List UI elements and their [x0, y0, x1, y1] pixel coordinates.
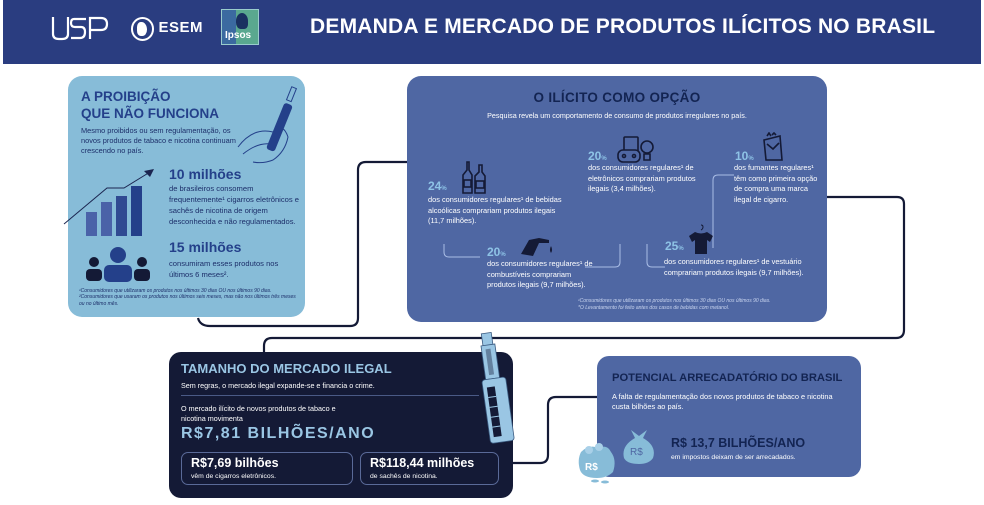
hand-vape-icon	[237, 86, 298, 164]
ilicito-subtitle: Pesquisa revela um comportamento de cons…	[487, 111, 747, 120]
trend-arrow-icon	[63, 169, 154, 225]
mercado-card: TAMANHO DO MERCADO ILEGAL Sem regras, o …	[169, 352, 513, 498]
ilicito-title: O ILÍCITO COMO OPÇÃO	[533, 90, 701, 105]
esem-logo: ESEM	[131, 14, 203, 44]
divider	[181, 395, 479, 396]
header-banner: ESEM Ipsos DEMANDA E MERCADO DE PRODUTOS…	[3, 0, 981, 64]
mercado-description: O mercado ilícito de novos produtos de t…	[181, 404, 336, 423]
ilicito-footnotes: ¹Consumidores que utilizaram os produtos…	[578, 298, 771, 311]
money-bag-coins-icon: R$	[578, 443, 615, 484]
stat-15-milhoes-desc: consumiram esses produtos nos últimos 6 …	[169, 259, 279, 279]
potencial-value: R$ 13,7 BILHÕES/ANO	[671, 436, 806, 450]
electronics-icon	[617, 136, 654, 163]
desc-combustiveis: dos consumidores regulares¹ de combustív…	[487, 259, 593, 289]
tshirt-icon	[689, 224, 713, 254]
svg-text:R$: R$	[585, 462, 598, 473]
proibicao-description: Mesmo proibidos ou sem regulamentação, o…	[81, 126, 236, 155]
desc-eletronicos: dos consumidores regulares¹ de eletrônic…	[588, 163, 696, 193]
percent-combustiveis: 20%	[487, 245, 506, 259]
globe-icon	[131, 17, 155, 41]
ipsos-logo: Ipsos	[221, 9, 259, 45]
page-title: DEMANDA E MERCADO DE PRODUTOS ILÍCITOS N…	[310, 15, 936, 38]
potencial-title: POTENCIAL ARRECADATÓRIO DO BRASIL	[612, 372, 843, 384]
fuel-nozzle-icon	[521, 238, 552, 256]
stat-10-milhoes: 10 milhões	[169, 166, 242, 182]
percent-vestuario: 25%	[665, 239, 684, 253]
proibicao-title: A PROIBIÇÃO QUE NÃO FUNCIONA	[81, 89, 219, 121]
percent-eletronicos: 20%	[588, 149, 607, 163]
potencial-description: A falta de regulamentação dos novos prod…	[612, 392, 833, 411]
head-silhouette-icon	[236, 13, 248, 29]
ilicito-connectors	[443, 174, 734, 268]
mercado-title: TAMANHO DO MERCADO ILEGAL	[181, 361, 392, 376]
percent-bebidas: 24%	[428, 179, 447, 193]
bottles-icon	[462, 161, 486, 194]
usp-logo	[51, 16, 109, 41]
mercado-subtitle: Sem regras, o mercado ilegal expande-se …	[181, 381, 375, 390]
money-bag-icon: R$	[623, 430, 654, 464]
desc-bebidas: dos consumidores regulares¹ de bebidas a…	[428, 195, 562, 225]
proibicao-card: A PROIBIÇÃO QUE NÃO FUNCIONA Mesmo proib…	[63, 76, 305, 317]
growth-bars-icon	[86, 186, 142, 236]
desc-fumantes: dos fumantes regulares¹ têm como primeir…	[734, 163, 818, 204]
cigarette-pack-icon	[763, 132, 783, 161]
breakdown-saches: R$118,44 milhões de sachês de nicotina.	[360, 452, 499, 485]
svg-text:R$: R$	[630, 447, 643, 458]
stat-15-milhoes: 15 milhões	[169, 239, 242, 255]
potencial-value-desc: em impostos deixam de ser arrecadados.	[671, 454, 796, 461]
mercado-total: R$7,81 BILHÕES/ANO	[181, 425, 376, 442]
stat-10-milhoes-desc: de brasileiros consomem frequentemente¹ …	[169, 184, 300, 226]
percent-fumantes: 10%	[735, 149, 754, 163]
desc-vestuario: dos consumidores regulares¹ de vestuário…	[664, 257, 804, 277]
people-group-icon	[86, 247, 150, 282]
vape-device-icon	[480, 331, 515, 444]
breakdown-cigarros: R$7,69 bilhões vêm de cigarros eletrônic…	[181, 452, 353, 485]
potencial-card: POTENCIAL ARRECADATÓRIO DO BRASIL A falt…	[597, 356, 861, 477]
proibicao-footnotes: ¹Consumidores que utilizaram os produtos…	[79, 288, 296, 307]
ilicito-card: O ILÍCITO COMO OPÇÃO Pesquisa revela um …	[407, 76, 827, 322]
